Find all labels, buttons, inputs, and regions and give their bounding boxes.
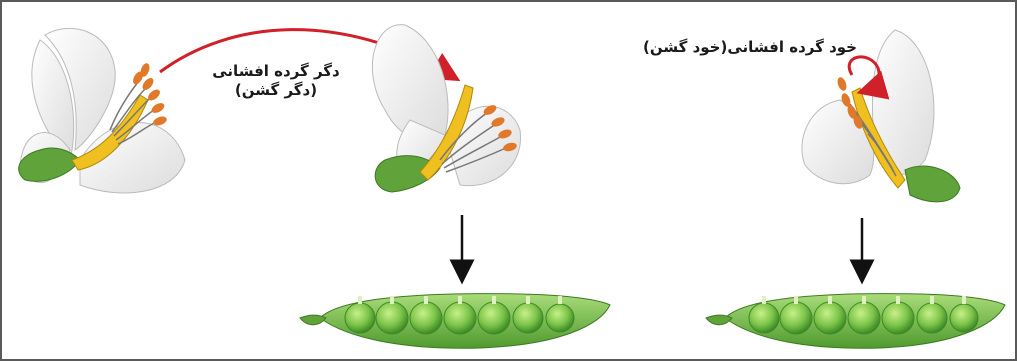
cross-pollination-label-line1: دگر گرده افشانی	[186, 62, 366, 81]
pod-stem	[706, 315, 732, 325]
pea-pod-self	[706, 294, 1005, 349]
donor-flower	[19, 28, 185, 193]
cross-pollination-label-line2: (دگر گشن)	[186, 81, 366, 100]
pea-pod-cross	[300, 294, 610, 349]
cross-pollination-label: دگر گرده افشانی (دگر گشن)	[186, 62, 366, 100]
pod-stem	[300, 315, 326, 325]
sepal	[905, 166, 960, 202]
recipient-flower	[372, 25, 520, 192]
self-pollination-label: خود گرده افشانی(خود گشن)	[630, 38, 870, 57]
